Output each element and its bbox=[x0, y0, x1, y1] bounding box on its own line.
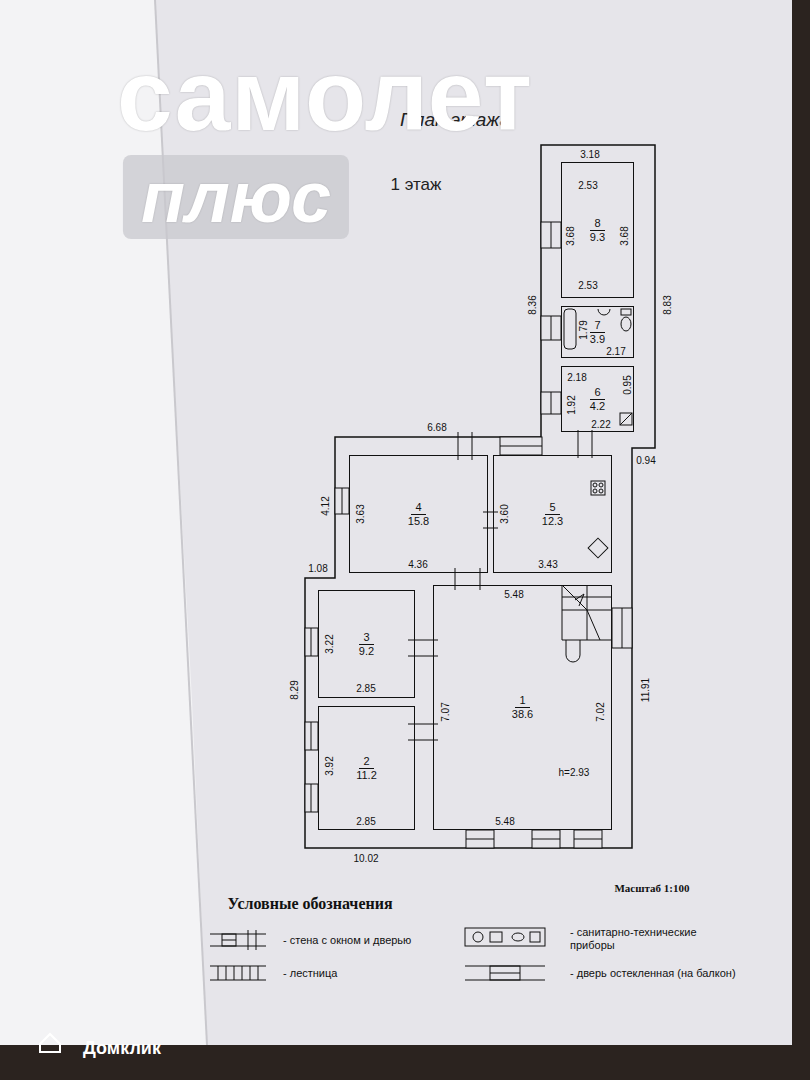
watermark: Домклик bbox=[83, 1038, 161, 1059]
room-number: 1 bbox=[515, 694, 529, 708]
room-box: 415.8 bbox=[349, 455, 488, 573]
dimension: 3.68 bbox=[565, 225, 576, 246]
room-box: 138.6 bbox=[433, 585, 612, 830]
dimension: 7.07 bbox=[440, 701, 451, 722]
room-number: 2 bbox=[359, 755, 373, 769]
dimension: 4.12 bbox=[320, 495, 331, 516]
dimension: 10.02 bbox=[352, 853, 379, 864]
dimension: 2.85 bbox=[355, 816, 376, 827]
room-box: 512.3 bbox=[493, 455, 612, 573]
legend-samples bbox=[210, 928, 545, 980]
dimension: 2.85 bbox=[355, 683, 376, 694]
room-area: 3.9 bbox=[590, 333, 605, 346]
dimension: 4.36 bbox=[407, 559, 428, 570]
staircase bbox=[562, 585, 612, 662]
legend-text: - дверь остекленная (на балкон) bbox=[570, 967, 736, 980]
room-area: 15.8 bbox=[408, 515, 429, 528]
room-number: 7 bbox=[590, 319, 604, 333]
room-area: 38.6 bbox=[512, 708, 533, 721]
dimension: 3.43 bbox=[537, 559, 558, 570]
room-area: 4.2 bbox=[590, 400, 605, 413]
dimension: 5.48 bbox=[494, 816, 515, 827]
dimension: 11.91 bbox=[640, 677, 651, 703]
room-area: 9.3 bbox=[590, 231, 605, 244]
dimension: 2.22 bbox=[590, 419, 611, 430]
room-number: 6 bbox=[590, 386, 604, 400]
room-area: 12.3 bbox=[542, 515, 563, 528]
dimension: 1.79 bbox=[578, 319, 589, 340]
dimension: 3.63 bbox=[355, 503, 366, 524]
outer-wall bbox=[305, 145, 655, 848]
dimension: 3.18 bbox=[579, 149, 600, 160]
dimension: 8.29 bbox=[289, 679, 300, 700]
windows bbox=[305, 222, 632, 848]
dimension: 8.36 bbox=[527, 294, 538, 315]
room-number: 5 bbox=[545, 501, 559, 515]
dimension: 2.18 bbox=[566, 372, 587, 383]
legend-text: - лестница bbox=[283, 967, 337, 980]
dimension: 5.48 bbox=[503, 589, 524, 600]
height-note: h=2.93 bbox=[558, 767, 591, 778]
dimension: 1.92 bbox=[566, 394, 577, 415]
dimension: 0.94 bbox=[635, 455, 656, 466]
dimension: 3.68 bbox=[619, 225, 630, 246]
room-area: 9.2 bbox=[359, 645, 374, 658]
sanitary-fixtures bbox=[564, 309, 632, 425]
legend-text: - стена с окном и дверью bbox=[283, 934, 411, 947]
dimension: 1.08 bbox=[307, 563, 328, 574]
dimension: 8.83 bbox=[662, 294, 673, 315]
room-number: 8 bbox=[590, 217, 604, 231]
room-area: 11.2 bbox=[356, 769, 377, 782]
dimension: 6.68 bbox=[426, 422, 447, 433]
room-number: 4 bbox=[411, 501, 425, 515]
dimension: 3.92 bbox=[324, 755, 335, 776]
dimension: 2.53 bbox=[577, 180, 598, 191]
scale-note: Масштаб 1:100 bbox=[614, 882, 689, 894]
dimension: 2.53 bbox=[577, 280, 598, 291]
logo-house bbox=[40, 1034, 60, 1052]
legend-heading: Условные обозначения bbox=[227, 895, 392, 913]
dimension: 3.60 bbox=[499, 503, 510, 524]
dimension: 3.22 bbox=[324, 633, 335, 654]
watermark: плюс bbox=[123, 155, 349, 239]
dimension: 2.17 bbox=[605, 346, 626, 357]
dimension: 0.95 bbox=[622, 374, 633, 395]
kitchen-appliances bbox=[588, 481, 608, 558]
floor-label: 1 этаж bbox=[391, 175, 442, 195]
legend-text: - санитарно-технические приборы bbox=[570, 926, 720, 952]
room-number: 3 bbox=[359, 631, 373, 645]
dimension: 7.02 bbox=[595, 701, 606, 722]
watermark: самолет bbox=[117, 45, 533, 145]
